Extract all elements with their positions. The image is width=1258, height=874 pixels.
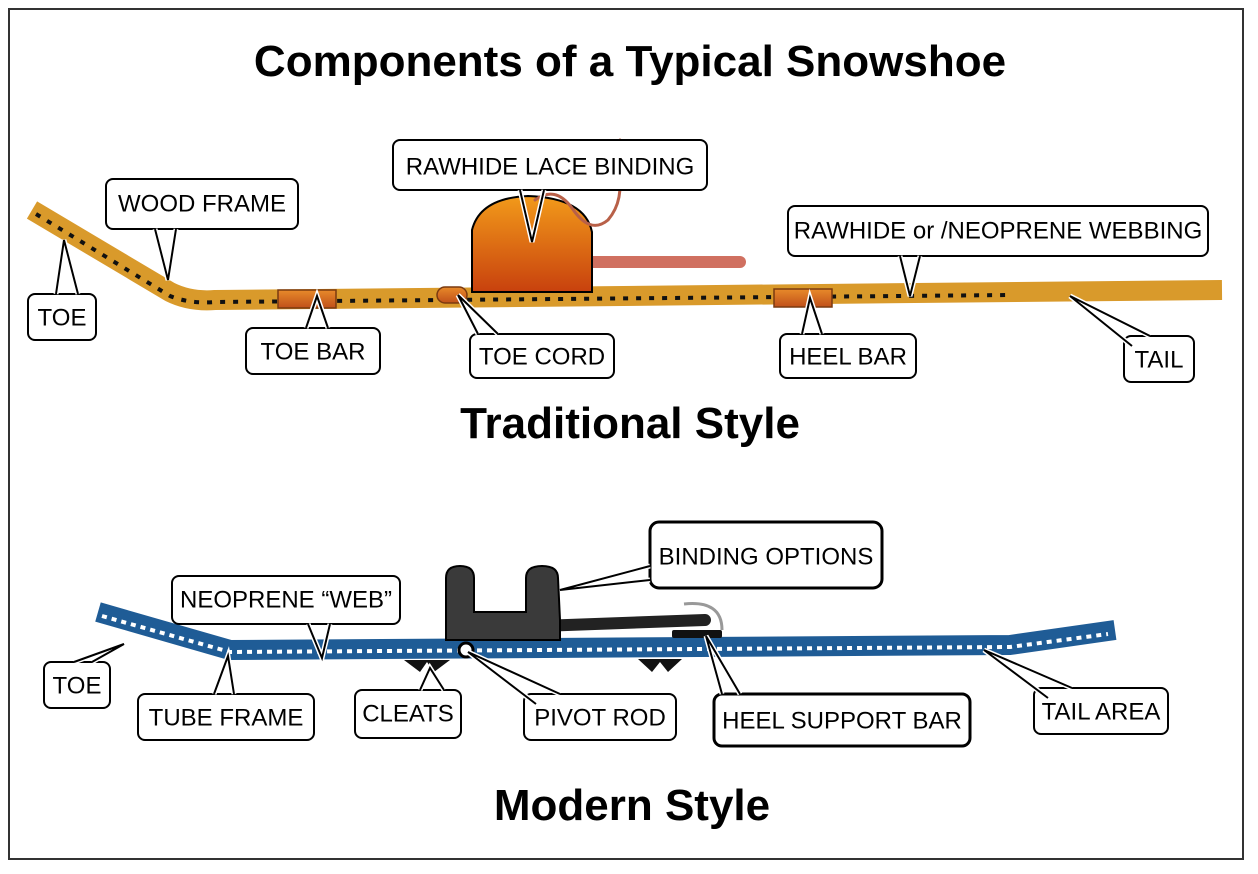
rear-cleat bbox=[638, 659, 682, 672]
front-cleat bbox=[404, 660, 450, 672]
label-toe-traditional: TOE bbox=[38, 305, 87, 332]
callout-toe-cord: TOE CORD bbox=[455, 293, 615, 379]
rawhide-webbing bbox=[34, 212, 1013, 305]
callout-pivot-rod: PIVOT ROD bbox=[466, 649, 677, 741]
label-wood-frame: WOOD FRAME bbox=[118, 191, 286, 218]
label-tube-frame: TUBE FRAME bbox=[149, 705, 304, 732]
callout-webbing: RAWHIDE or /NEOPRENE WEBBING bbox=[787, 205, 1209, 297]
label-heel-bar: HEEL BAR bbox=[789, 344, 907, 371]
callout-binding-options: BINDING OPTIONS bbox=[559, 520, 884, 593]
label-toe-modern: TOE bbox=[53, 673, 102, 700]
modern-binding bbox=[445, 564, 561, 641]
diagram-border bbox=[8, 8, 1244, 860]
callout-toe-modern: TOE bbox=[43, 641, 126, 709]
callout-wood-frame: WOOD FRAME bbox=[105, 178, 299, 281]
label-rawhide-lace-binding: RAWHIDE LACE BINDING bbox=[406, 154, 694, 181]
callout-cleats: CLEATS bbox=[354, 662, 462, 739]
label-webbing: RAWHIDE or /NEOPRENE WEBBING bbox=[794, 218, 1203, 245]
callout-neoprene-web: NEOPRENE “WEB” bbox=[171, 575, 401, 667]
toe-bar bbox=[277, 289, 337, 309]
callout-toe-traditional: TOE bbox=[27, 239, 97, 341]
label-heel-support-bar: HEEL SUPPORT BAR bbox=[722, 708, 962, 735]
callout-tail: TAIL bbox=[1068, 293, 1195, 383]
callout-rawhide-lace-binding: RAWHIDE LACE BINDING bbox=[392, 139, 708, 243]
heel-support-bar bbox=[672, 630, 722, 638]
binding-strap bbox=[534, 614, 711, 632]
wood-frame bbox=[26, 201, 1223, 311]
callout-toe-bar: TOE BAR bbox=[245, 288, 381, 375]
modern-snowshoe bbox=[95, 564, 1117, 672]
diagram-title: Components of a Typical Snowshoe bbox=[254, 37, 1006, 86]
heel-riser bbox=[683, 602, 724, 631]
label-binding-options: BINDING OPTIONS bbox=[659, 544, 874, 571]
label-toe-cord: TOE CORD bbox=[479, 344, 605, 371]
callout-tube-frame: TUBE FRAME bbox=[137, 646, 315, 741]
modern-style-heading: Modern Style bbox=[494, 781, 770, 830]
traditional-style-heading: Traditional Style bbox=[460, 399, 800, 448]
callout-heel-support-bar: HEEL SUPPORT BAR bbox=[703, 634, 972, 748]
label-toe-bar: TOE BAR bbox=[261, 339, 366, 366]
callout-heel-bar: HEEL BAR bbox=[779, 288, 917, 379]
label-pivot-rod: PIVOT ROD bbox=[534, 705, 666, 732]
label-cleats: CLEATS bbox=[362, 701, 454, 728]
neoprene-web bbox=[101, 614, 1109, 655]
label-tail: TAIL bbox=[1135, 347, 1184, 374]
label-neoprene-web: NEOPRENE “WEB” bbox=[180, 587, 392, 614]
label-tail-area: TAIL AREA bbox=[1042, 699, 1161, 726]
callout-tail-area: TAIL AREA bbox=[982, 647, 1169, 735]
heel-bar bbox=[773, 288, 833, 308]
